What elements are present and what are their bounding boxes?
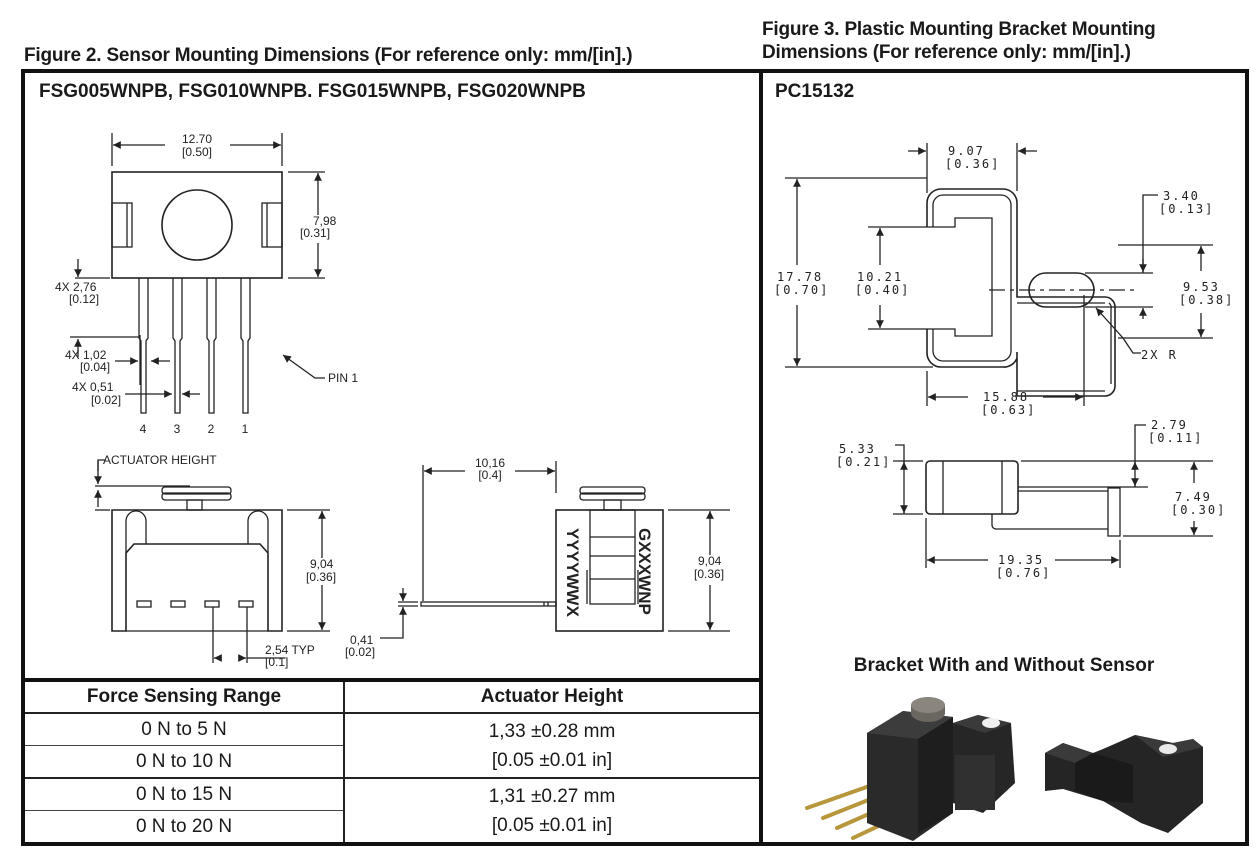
dim-length-mm: 19.35	[998, 553, 1044, 567]
pin-number: 1	[242, 422, 249, 436]
table-row: 0 N to 10 N	[25, 745, 759, 779]
dim-overall-height-in: [0.70]	[774, 283, 829, 297]
dim-pitch-in: [0.1]	[265, 655, 288, 669]
dim-width-mm: 12.70	[182, 132, 212, 146]
dim-lead-thickness-in: [0.02]	[345, 645, 375, 659]
pin-number: 3	[174, 422, 181, 436]
actuator-height-table: Force Sensing Range Actuator Height 0 N …	[25, 678, 759, 842]
front-view: ACTUATOR HEIGHT 2,54 TYP [0.1] 9,04	[94, 453, 336, 669]
sensor-with-bracket	[805, 697, 1015, 841]
marking-part-code: GXXXWNP	[635, 528, 654, 615]
top-view: 12.70 [0.50] 7,98 [0.31] 4 3 2 1 4X 2,7	[55, 132, 358, 436]
dim-inner-height-mm: 10.21	[857, 270, 903, 284]
force-range-cell: 0 N to 15 N	[25, 778, 345, 811]
dim-bracket-width-mm: 9.07	[948, 144, 985, 158]
side-view: 10,16 [0.4] YYYYWWX GXXXWNP 0,41 [0.02]	[345, 456, 730, 659]
dim-side-height-in: [0.36]	[694, 567, 724, 581]
bracket-top-view: 9.07 [0.36] 17.78 [0.70] 10.21 [0.40]	[774, 143, 1234, 417]
actuator-height-in: [0.05 ±0.01 in]	[491, 814, 613, 836]
actuator-height-cell: 1,33 ±0.28 mm [0.05 ±0.01 in]	[344, 713, 759, 779]
dim-center-distance-in: [0.63]	[981, 403, 1036, 417]
dim-overall-height-side-in: [0.30]	[1171, 503, 1226, 517]
dim-pin-narrow-mm: 4X 0,51	[72, 380, 114, 394]
force-range-cell: 0 N to 10 N	[25, 745, 345, 779]
dim-pin-length-mm: 4X 2,76	[55, 280, 97, 294]
dim-inner-height-in: [0.40]	[855, 283, 910, 297]
dim-body-height-mm: 5.33	[839, 442, 876, 456]
actuator-height-in: [0.05 ±0.01 in]	[491, 749, 613, 771]
header-actuator-height: Actuator Height	[344, 680, 759, 714]
dim-front-height-mm: 9,04	[310, 557, 334, 571]
force-range-cell: 0 N to 20 N	[25, 810, 345, 842]
dim-bracket-width-in: [0.36]	[945, 157, 1000, 171]
pins	[138, 278, 251, 414]
bracket-without-sensor	[1045, 735, 1203, 833]
actuator-height-cell: 1,31 ±0.27 mm [0.05 ±0.01 in]	[344, 778, 759, 842]
dim-body-height-in: [0.21]	[836, 455, 891, 469]
figure-3-panel: PC15132 9.07 [0.36]	[759, 69, 1249, 846]
dim-tab-height-mm: 9.53	[1183, 280, 1220, 294]
dim-center-distance-mm: 15.88	[983, 390, 1029, 404]
dim-lead-length-mm: 10,16	[475, 456, 505, 470]
dim-step-mm: 2.79	[1151, 418, 1188, 432]
photo-caption: Bracket With and Without Sensor	[853, 655, 1155, 676]
figure-3-title: Figure 3. Plastic Mounting Bracket Mount…	[762, 19, 1156, 63]
dim-overall-height-side-mm: 7.49	[1175, 490, 1212, 504]
header-force-range: Force Sensing Range	[25, 680, 345, 714]
dim-pin-narrow-in: [0.02]	[91, 393, 121, 407]
sensor-drawing: 12.70 [0.50] 7,98 [0.31] 4 3 2 1 4X 2,7	[55, 132, 730, 669]
pin-number: 4	[140, 422, 147, 436]
dim-overall-height-mm: 17.78	[777, 270, 823, 284]
bracket-side-view: 5.33 [0.21] 2.79 [0.11] 7.49 [0.30] 19.3…	[836, 418, 1226, 580]
dim-side-height-mm: 9,04	[698, 554, 722, 568]
figure-2-panel: FSG005WNPB, FSG010WNPB. FSG015WNPB, FSG0…	[21, 69, 763, 846]
dim-pitch-mm: 2,54 TYP	[265, 643, 315, 657]
force-range-cell: 0 N to 5 N	[25, 713, 345, 746]
actuator-height-mm: 1,31 ±0.27 mm	[488, 785, 616, 807]
dim-pin-wide-mm: 4X 1,02	[65, 348, 107, 362]
table-row: 0 N to 5 N 1,33 ±0.28 mm [0.05 ±0.01 in]	[25, 713, 759, 779]
table-row: 0 N to 15 N 1,31 ±0.27 mm [0.05 ±0.01 in…	[25, 778, 759, 836]
model-list: FSG005WNPB, FSG010WNPB. FSG015WNPB, FSG0…	[39, 81, 586, 102]
dim-pin-length-in: [0.12]	[69, 292, 99, 306]
table-row: 0 N to 20 N	[25, 810, 759, 842]
dim-tab-height-in: [0.38]	[1179, 293, 1234, 307]
dim-lead-thickness-mm: 0,41	[350, 633, 374, 647]
actuator-height-mm: 1,33 ±0.28 mm	[488, 720, 616, 742]
dim-slot-width-in: [0.13]	[1159, 202, 1214, 216]
figure-2-title: Figure 2. Sensor Mounting Dimensions (Fo…	[24, 45, 633, 66]
dim-slot-width-mm: 3.40	[1163, 189, 1200, 203]
dim-width-in: [0.50]	[182, 145, 212, 159]
pin-1-label: PIN 1	[328, 371, 358, 385]
actuator-height-label: ACTUATOR HEIGHT	[103, 453, 217, 467]
bracket-drawing: 9.07 [0.36] 17.78 [0.70] 10.21 [0.40]	[774, 143, 1234, 580]
dim-height-in: [0.31]	[300, 226, 330, 240]
pin-number: 2	[208, 422, 215, 436]
dim-front-height-in: [0.36]	[306, 570, 336, 584]
dim-length-in: [0.76]	[996, 566, 1051, 580]
dim-lead-length-in: [0.4]	[478, 468, 501, 482]
marking-date-code: YYYYWWX	[563, 528, 582, 617]
dim-step-in: [0.11]	[1148, 431, 1203, 445]
bracket-photo	[805, 697, 1203, 841]
bracket-part-number: PC15132	[775, 81, 855, 102]
dim-height-mm: 7,98	[313, 214, 337, 228]
dim-pin-wide-in: [0.04]	[80, 360, 110, 374]
radius-label: 2X R	[1141, 348, 1178, 362]
